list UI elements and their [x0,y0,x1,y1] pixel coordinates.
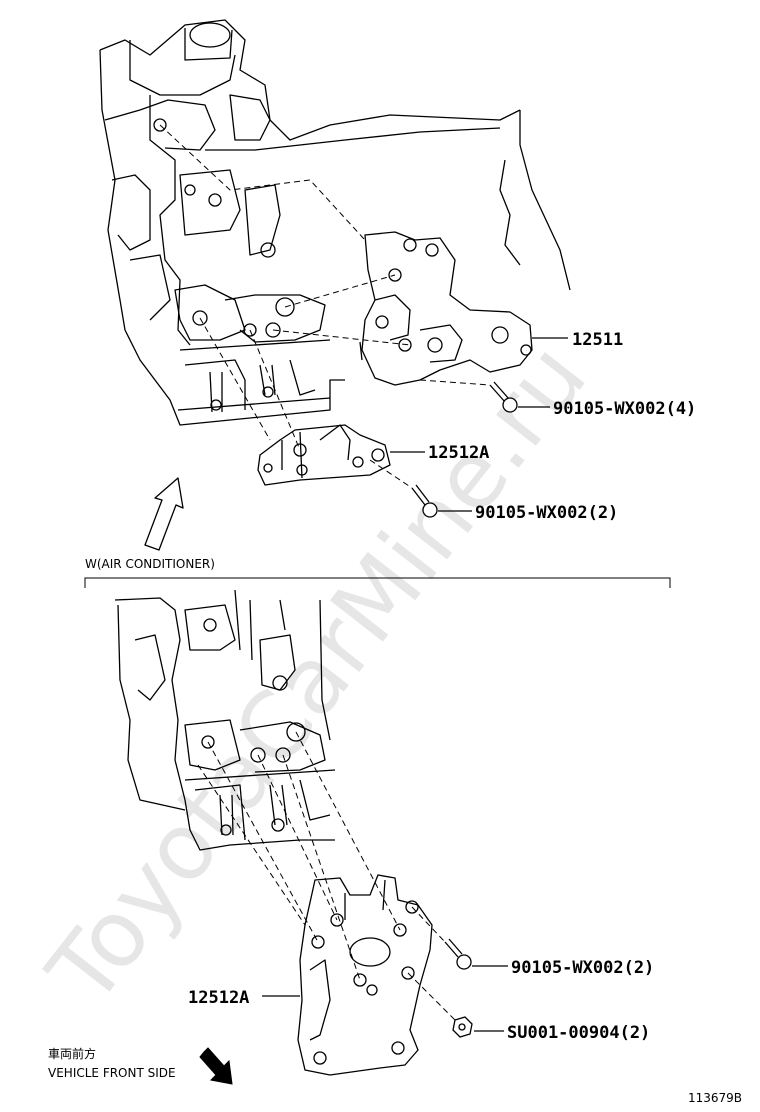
engine-block-bottom [114,589,336,851]
label-su001-00904: SU001-00904(2) [507,1023,650,1043]
label-12512a-top: 12512A [428,443,489,463]
section-label: W(AIR CONDITIONER) [85,557,215,571]
engine-block-top [99,19,571,426]
front-direction-arrow-down [199,1047,233,1085]
bracket-12512a-top[interactable] [257,424,391,486]
bracket-12512a-bottom[interactable] [297,874,433,1076]
leader-lines-bottom [262,965,508,1032]
bolt-90105-top-2[interactable] [411,484,438,518]
section-divider [84,577,671,588]
assembly-lines-bottom [197,731,456,1021]
watermark: ToyotaCarMine.ru [27,324,607,1024]
figure-id: 113679B [688,1091,742,1105]
leader-lines-top [390,337,568,512]
label-12511: 12511 [572,330,623,350]
label-12512a-bottom: 12512A [188,988,249,1008]
label-90105-top-4: 90105-WX002(4) [553,399,696,419]
bolt-90105-top-4[interactable] [489,381,518,413]
orientation-label-jp: 車両前方 [48,1046,96,1061]
front-direction-arrow-up [144,477,184,551]
assembly-lines-top [159,124,491,489]
label-90105-bottom-2: 90105-WX002(2) [511,958,654,978]
nut-su001-00904[interactable] [452,1016,473,1038]
orientation-label-en: VEHICLE FRONT SIDE [48,1066,176,1080]
bolt-90105-bottom-2[interactable] [444,938,472,970]
bracket-12511[interactable] [359,231,533,386]
label-90105-top-2: 90105-WX002(2) [475,503,618,523]
